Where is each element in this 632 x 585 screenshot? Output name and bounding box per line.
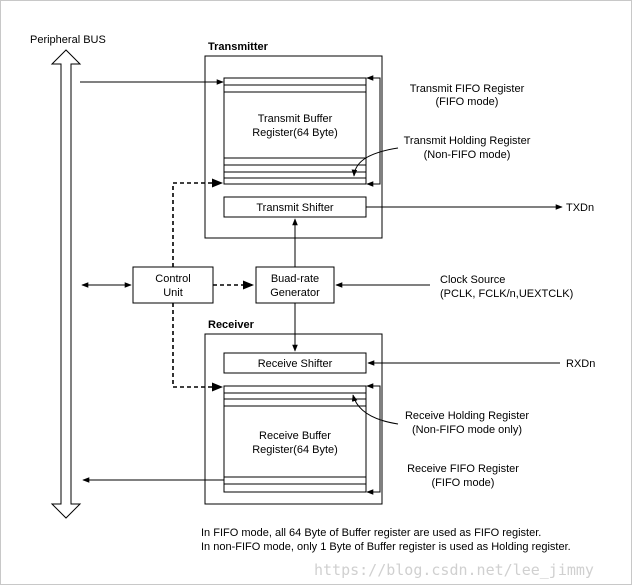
tx-fifo-register-label-1: Transmit FIFO Register <box>410 83 525 95</box>
transmit-buffer-label-1: Transmit Buffer <box>258 113 333 125</box>
note-line-1: In FIFO mode, all 64 Byte of Buffer regi… <box>201 527 541 539</box>
tx-fifo-bracket <box>366 75 381 187</box>
rx-holding-register-label-2: (Non-FIFO mode only) <box>412 424 522 436</box>
receive-shifter <box>223 352 367 374</box>
peripheral-bus-arrow <box>50 49 82 519</box>
receive-buffer-label-2: Register(64 Byte) <box>252 444 338 456</box>
receiver-box <box>204 333 383 505</box>
transmitter-box <box>204 55 383 239</box>
rxdn-label: RXDn <box>566 358 595 370</box>
rx-fifo-register-label-1: Receive FIFO Register <box>407 463 519 475</box>
transmitter-title: Transmitter <box>208 41 269 53</box>
txdn-label: TXDn <box>566 202 594 214</box>
control-to-tx-dashed <box>172 178 224 267</box>
watermark: https://blog.csdn.net/lee_jimmy <box>314 561 594 579</box>
tx-fifo-register-label-2: (FIFO mode) <box>436 96 499 108</box>
baud-label-1: Buad-rate <box>271 273 319 285</box>
receive-buffer <box>223 385 367 493</box>
clock-source-label-1: Clock Source <box>440 274 505 286</box>
receiver-title: Receiver <box>208 319 255 331</box>
clock-source-label-2: (PCLK, FCLK/n,UEXTCLK) <box>440 288 573 300</box>
baud-rate-generator <box>255 266 335 304</box>
control-to-rx-dashed <box>172 303 224 392</box>
transmit-buffer-label-2: Register(64 Byte) <box>252 127 338 139</box>
baud-label-2: Generator <box>270 287 320 299</box>
transmit-buffer <box>223 77 367 185</box>
rx-holding-register-label-1: Receive Holding Register <box>405 410 529 422</box>
receive-shifter-label: Receive Shifter <box>258 358 333 370</box>
tx-holding-arrow <box>351 147 399 177</box>
rx-fifo-bracket <box>366 383 381 495</box>
tx-holding-register-label-1: Transmit Holding Register <box>404 135 531 147</box>
rx-fifo-register-label-2: (FIFO mode) <box>432 477 495 489</box>
bus-label: Peripheral BUS <box>30 34 106 46</box>
control-unit-label-1: Control <box>155 273 190 285</box>
note-line-2: In non-FIFO mode, only 1 Byte of Buffer … <box>201 541 571 553</box>
tx-holding-register-label-2: (Non-FIFO mode) <box>424 149 511 161</box>
transmit-shifter-label: Transmit Shifter <box>256 202 334 214</box>
receive-buffer-label-1: Receive Buffer <box>259 430 331 442</box>
control-unit-label-2: Unit <box>163 287 183 299</box>
